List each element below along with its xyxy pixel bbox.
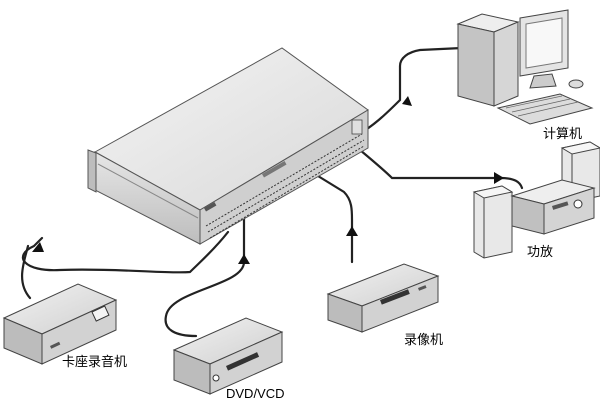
cassette-label: 卡座录音机	[62, 354, 127, 370]
pc-tower-front	[493, 21, 519, 107]
cable-to-amplifier	[358, 148, 524, 190]
arrow-amplifier	[494, 172, 504, 184]
amp-side	[511, 195, 545, 235]
recorder-side	[327, 293, 363, 333]
cable-arrows	[32, 96, 504, 264]
arrow-computer	[402, 96, 412, 106]
pc-tower-side	[457, 23, 495, 107]
arrow-cassette	[32, 242, 44, 252]
amplifier: 功放	[472, 141, 600, 260]
pc-monitor-screen	[525, 17, 563, 69]
arrow-dvd	[238, 254, 250, 264]
deck-side	[3, 317, 43, 365]
rack-ear	[87, 149, 97, 193]
switcher-rear-connectors	[205, 133, 365, 239]
recorder-label: 录像机	[404, 333, 443, 348]
dvd-label: DVD/VCD	[226, 386, 285, 401]
cable-to-computer	[350, 46, 464, 140]
amplifier-label: 功放	[527, 245, 553, 260]
computer-label: 计算机	[543, 127, 582, 142]
video-recorder: 录像机	[326, 263, 443, 348]
cables	[21, 46, 524, 338]
cassette-deck: 卡座录音机	[2, 283, 127, 370]
switcher-rear	[199, 109, 369, 245]
cable-cassette-drop	[21, 244, 32, 300]
cable-to-recorder	[316, 174, 354, 264]
dvd-vcd-player: DVD/VCD	[172, 317, 285, 401]
pc-mouse	[568, 79, 584, 89]
dvd-side	[173, 349, 211, 395]
matrix-switcher	[87, 47, 369, 245]
arrow-recorder	[346, 226, 358, 236]
pc-keyboard	[496, 93, 594, 125]
speaker-left	[473, 185, 513, 259]
cable-to-dvd	[164, 198, 260, 338]
computer: 计算机	[456, 9, 594, 142]
